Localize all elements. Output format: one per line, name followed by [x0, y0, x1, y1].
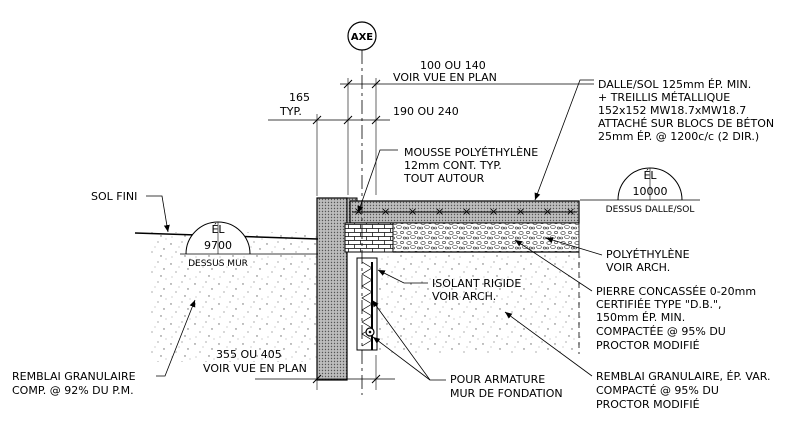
- polyethylene-note: POLYÉTHYLÈNE VOIR ARCH.: [545, 237, 690, 274]
- svg-text:PROCTOR MODIFIÉ: PROCTOR MODIFIÉ: [596, 398, 700, 411]
- svg-text:12mm CONT. TYP.: 12mm CONT. TYP.: [404, 159, 502, 172]
- foundation-wall: [316, 197, 348, 381]
- armature-note: POUR ARMATURE MUR DE FONDATION: [371, 299, 563, 400]
- svg-text:150mm ÉP. MIN.: 150mm ÉP. MIN.: [596, 311, 685, 324]
- svg-text:COMPACTÉE @ 95% DU: COMPACTÉE @ 95% DU: [596, 325, 726, 338]
- elevation-marker-wall: ÉL 9700 DESSUS MUR: [180, 221, 318, 269]
- svg-text:ÉL: ÉL: [211, 223, 225, 236]
- svg-text:DESSUS DALLE/SOL: DESSUS DALLE/SOL: [606, 205, 695, 215]
- sol-fini-note: SOL FINI: [91, 190, 170, 233]
- horizontal-rebar-dot: [368, 330, 372, 334]
- support-blocks: [344, 222, 394, 253]
- svg-text:ISOLANT RIGIDE: ISOLANT RIGIDE: [432, 277, 521, 290]
- svg-text:ÉL: ÉL: [643, 169, 657, 182]
- svg-text:ATTACHÉ SUR BLOCS DE BÉTON: ATTACHÉ SUR BLOCS DE BÉTON: [598, 117, 774, 130]
- svg-text:×: ×: [462, 205, 471, 218]
- svg-text:DALLE/SOL 125mm ÉP. MIN.: DALLE/SOL 125mm ÉP. MIN.: [598, 78, 751, 91]
- svg-text:PIERRE CONCASSÉE 0-20mm: PIERRE CONCASSÉE 0-20mm: [596, 285, 756, 298]
- svg-text:VOIR ARCH.: VOIR ARCH.: [432, 290, 496, 303]
- svg-text:9700: 9700: [204, 239, 232, 252]
- dimension-165-typ: 165 TYP.: [268, 91, 390, 196]
- slab-note: DALLE/SOL 125mm ÉP. MIN. + TREILLIS MÉTA…: [534, 78, 774, 201]
- svg-text:TOUT AUTOUR: TOUT AUTOUR: [403, 172, 485, 185]
- rigid-insulation: [356, 257, 378, 351]
- wire-mesh-marks: ××× ××× ×××: [354, 205, 575, 218]
- pierre-note: PIERRE CONCASSÉE 0-20mm CERTIFIÉE TYPE "…: [514, 239, 756, 352]
- svg-text:REMBLAI GRANULAIRE: REMBLAI GRANULAIRE: [12, 370, 136, 383]
- svg-text:×: ×: [408, 205, 417, 218]
- remblai-right-note: REMBLAI GRANULAIRE, ÉP. VAR. COMPACTÉ @ …: [504, 311, 771, 411]
- svg-text:×: ×: [543, 205, 552, 218]
- axe-label: AXE: [351, 32, 373, 43]
- svg-text:×: ×: [516, 205, 525, 218]
- svg-text:VOIR VUE EN PLAN: VOIR VUE EN PLAN: [203, 362, 307, 375]
- svg-text:COMP. @ 92% DU P.M.: COMP. @ 92% DU P.M.: [12, 384, 134, 397]
- dimension-100-140: 100 OU 140 VOIR VUE EN PLAN: [340, 59, 594, 195]
- svg-text:DESSUS MUR: DESSUS MUR: [188, 259, 248, 269]
- dimension-190-240: 190 OU 240: [393, 105, 459, 118]
- svg-text:190 OU 240: 190 OU 240: [393, 105, 459, 118]
- svg-text:100 OU 140: 100 OU 140: [420, 59, 486, 72]
- svg-text:×: ×: [489, 205, 498, 218]
- svg-text:COMPACTÉ @ 95% DU: COMPACTÉ @ 95% DU: [596, 384, 719, 397]
- right-backfill-soil: [378, 252, 583, 354]
- svg-text:SOL FINI: SOL FINI: [91, 190, 137, 203]
- svg-text:REMBLAI GRANULAIRE, ÉP. VAR.: REMBLAI GRANULAIRE, ÉP. VAR.: [596, 370, 771, 383]
- svg-text:VOIR ARCH.: VOIR ARCH.: [606, 261, 670, 274]
- svg-text:+ TREILLIS MÉTALLIQUE: + TREILLIS MÉTALLIQUE: [598, 91, 730, 104]
- svg-text:VOIR VUE EN PLAN: VOIR VUE EN PLAN: [393, 71, 497, 84]
- svg-text:×: ×: [381, 205, 390, 218]
- crushed-stone-layer: [392, 222, 580, 253]
- dim-165-value: 165: [289, 91, 310, 104]
- svg-text:10000: 10000: [633, 185, 668, 198]
- svg-text:MOUSSE POLYÉTHYLÈNE: MOUSSE POLYÉTHYLÈNE: [404, 146, 538, 159]
- svg-text:POUR ARMATURE: POUR ARMATURE: [450, 373, 545, 386]
- svg-text:×: ×: [566, 205, 575, 218]
- svg-text:CERTIFIÉE TYPE "D.B.",: CERTIFIÉE TYPE "D.B.",: [596, 298, 722, 311]
- svg-text:MUR DE FONDATION: MUR DE FONDATION: [450, 387, 563, 400]
- dim-165-typ: TYP.: [279, 105, 302, 118]
- isolant-note: ISOLANT RIGIDE VOIR ARCH.: [377, 269, 521, 303]
- svg-text:152x152 MW18.7xMW18.7: 152x152 MW18.7xMW18.7: [598, 104, 746, 117]
- svg-text:PROCTOR MODIFIÉ: PROCTOR MODIFIÉ: [596, 339, 700, 352]
- svg-text:POLYÉTHYLÈNE: POLYÉTHYLÈNE: [606, 248, 690, 261]
- svg-text:×: ×: [435, 205, 444, 218]
- mousse-note: MOUSSE POLYÉTHYLÈNE 12mm CONT. TYP. TOUT…: [357, 146, 538, 214]
- elevation-marker-slab: ÉL 10000 DESSUS DALLE/SOL: [580, 167, 700, 215]
- svg-text:355 OU 405: 355 OU 405: [216, 348, 282, 361]
- svg-text:25mm ÉP. @ 1200c/c (2 DIR.): 25mm ÉP. @ 1200c/c (2 DIR.): [598, 130, 759, 143]
- remblai-left-note: REMBLAI GRANULAIRE COMP. @ 92% DU P.M.: [12, 299, 196, 397]
- dimension-355-405: 355 OU 405 VOIR VUE EN PLAN: [203, 348, 395, 390]
